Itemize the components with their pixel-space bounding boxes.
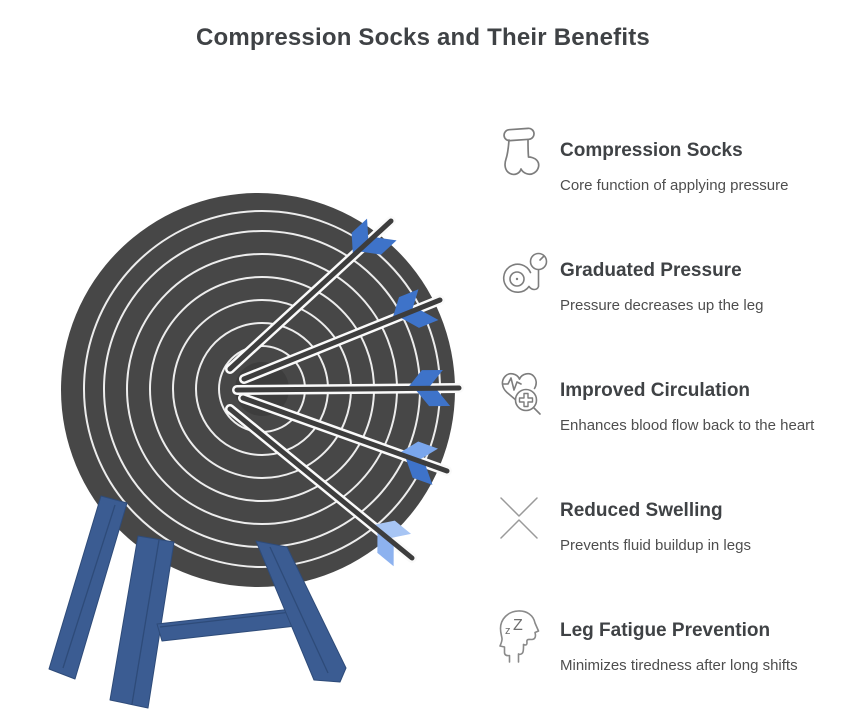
fletching-5 (374, 520, 412, 567)
benefit-description: Enhances blood flow back to the heart (560, 417, 815, 434)
benefit-title: Improved Circulation (560, 380, 751, 401)
page-title: Compression Socks and Their Benefits (196, 24, 650, 51)
benefit-text: Graduated Pressure Pressure decreases up… (560, 246, 846, 315)
easel-stand (48, 495, 347, 709)
benefit-description: Prevents fluid buildup in legs (560, 537, 751, 554)
arrow-5 (227, 406, 415, 561)
benefit-title: Reduced Swelling (560, 500, 723, 521)
benefit-title: Compression Socks (560, 140, 743, 161)
fletching-3 (408, 370, 451, 407)
benefit-text: Leg Fatigue Prevention Minimizes tiredne… (560, 606, 846, 675)
benefit-text: Improved Circulation Enhances blood flow… (560, 366, 846, 435)
benefit-title: Graduated Pressure (560, 260, 742, 281)
arrow-fletchings (351, 218, 451, 567)
benefit-title: Leg Fatigue Prevention (560, 620, 771, 641)
benefit-item-leg-fatigue-prevention: z Z Leg Fatigue Prevention Minimizes tir… (496, 606, 846, 722)
benefit-description: Core function of applying pressure (560, 177, 789, 194)
benefit-item-improved-circulation: Improved Circulation Enhances blood flow… (496, 366, 846, 482)
benefit-description: Minimizes tiredness after long shifts (560, 657, 798, 674)
heart-circulation-icon (496, 366, 544, 424)
arrow-2 (241, 297, 443, 382)
benefit-text: Compression Socks Core function of apply… (560, 126, 846, 195)
dartboard-svg (48, 193, 464, 709)
arrow-4 (240, 395, 450, 474)
fletching-1 (351, 218, 397, 255)
sleep-z-small: z (505, 625, 511, 637)
sleepy-head-icon: z Z (496, 606, 544, 664)
arrow-3 (234, 385, 462, 393)
benefit-item-graduated-pressure: Graduated Pressure Pressure decreases up… (496, 246, 846, 362)
arrow-shafts (227, 218, 462, 561)
benefit-item-reduced-swelling: Reduced Swelling Prevents fluid buildup … (496, 486, 846, 602)
fletching-4 (400, 441, 438, 485)
benefit-item-compression-socks: Compression Socks Core function of apply… (496, 126, 846, 242)
arrow-1 (227, 218, 394, 372)
benefits-list: Compression Socks Core function of apply… (496, 0, 846, 712)
benefit-text: Reduced Swelling Prevents fluid buildup … (560, 486, 846, 555)
stand-right-leg (255, 540, 347, 683)
compress-chevrons-icon (496, 486, 544, 544)
sleep-z-large: Z (513, 617, 523, 634)
pressure-gauge-icon (496, 246, 548, 304)
benefit-description: Pressure decreases up the leg (560, 297, 764, 314)
stand-middle-leg (109, 535, 175, 709)
target-illustration (30, 185, 480, 712)
sock-icon (496, 126, 544, 184)
